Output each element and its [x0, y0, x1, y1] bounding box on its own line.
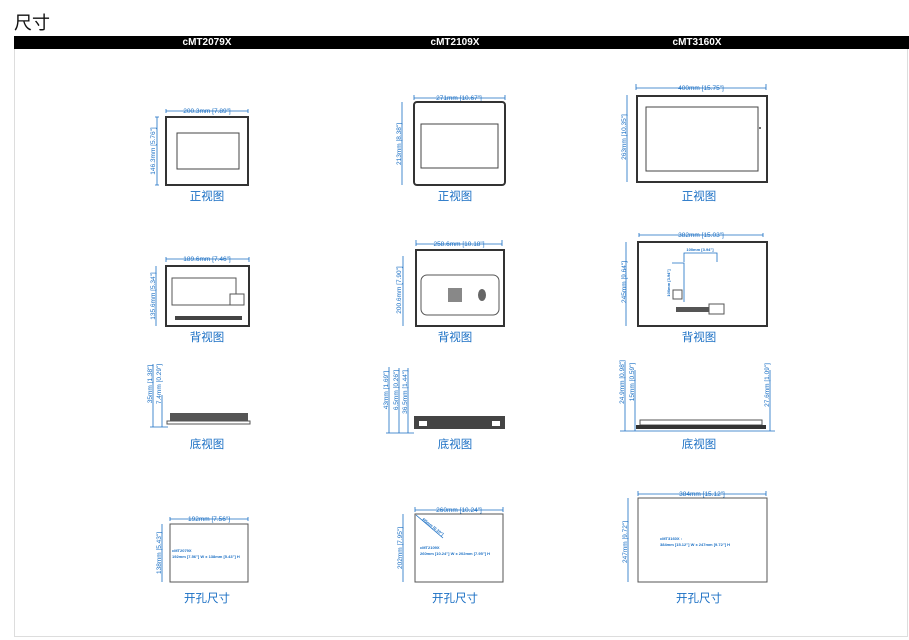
- cutout-note-model: cMT2109X: [420, 545, 440, 550]
- depth-dim-2: 7.4mm [0.29"]: [156, 364, 163, 404]
- column-header-cmt3160x: cMT3160X: [672, 37, 722, 48]
- cutout-width-dim: 384mm [15.12"]: [679, 491, 725, 498]
- cmt2109x-cutout: 260mm [10.24"] 202mm [7.95"] R5mm [0.20"…: [397, 507, 504, 605]
- front-view-label: 正视图: [438, 189, 473, 203]
- cutout-width-dim: 260mm [10.24"]: [436, 507, 482, 514]
- cmt2109x-front-view: 271mm [10.67"] 213mm [8.38"] 正视图: [396, 95, 506, 203]
- depth-dim-2: 6.5mm [0.26"]: [393, 370, 400, 410]
- page-title: 尺寸: [14, 13, 50, 34]
- cmt2109x-back-view: 258.6mm [10.18"] 200.6mm [7.90"] 背视图: [396, 240, 505, 344]
- cutout-note-model: cMT2079X: [172, 548, 192, 553]
- back-height-dim: 245mm [9.64"]: [621, 261, 628, 303]
- back-width-dim: 382mm [15.03"]: [678, 232, 724, 239]
- back-width-dim: 258.6mm [10.18"]: [433, 241, 484, 248]
- back-view-label: 背视图: [682, 330, 717, 344]
- back-view-label: 背视图: [438, 330, 473, 344]
- front-width-dim: 271mm [10.67"]: [436, 95, 482, 102]
- depth-dim-3: 36.5mm [1.44"]: [402, 370, 409, 414]
- cutout-label: 开孔尺寸: [184, 591, 230, 605]
- column-header-cmt2079x: cMT2079X: [182, 37, 232, 48]
- back-height-dim: 135.6mm [5.34"]: [150, 272, 157, 320]
- cutout-note-size: 260mm [10.24"] W x 202mm [7.95"] H: [420, 551, 490, 556]
- cmt3160x-back-view: 382mm [15.03"] 245mm [9.64"] 100mm [3.94…: [621, 232, 768, 344]
- depth-dim-3: 27.6mm [1.09"]: [764, 363, 771, 407]
- cutout-label: 开孔尺寸: [676, 591, 722, 605]
- depth-dim-1: 24.9mm [0.98"]: [619, 360, 626, 404]
- cutout-note-size: 192mm [7.56"] W x 138mm [5.43"] H: [172, 554, 240, 559]
- cutout-width-dim: 192mm [7.56"]: [188, 516, 230, 523]
- front-view-label: 正视图: [190, 189, 225, 203]
- bottom-view-label: 底视图: [438, 437, 473, 451]
- front-height-dim: 146.3mm [5.76"]: [150, 127, 157, 175]
- cmt3160x-bottom-view: 24.9mm [0.98"] 15mm [0.59"] 27.6mm [1.09…: [619, 360, 775, 451]
- back-height-dim: 200.6mm [7.90"]: [396, 266, 403, 314]
- cutout-height-dim: 247mm [9.72"]: [622, 521, 629, 563]
- back-view-label: 背视图: [190, 330, 225, 344]
- front-height-dim: 263mm [10.35"]: [621, 114, 628, 160]
- cmt2079x-cutout: 192mm [7.56"] 138mm [5.43"] cMT2079X 192…: [156, 516, 249, 605]
- cmt2109x-bottom-view: 43mm [1.69"] 6.5mm [0.26"] 36.5mm [1.44"…: [383, 367, 505, 451]
- front-width-dim: 400mm [15.75"]: [678, 85, 724, 92]
- vesa-width-dim: 100mm [3.94"]: [686, 247, 714, 252]
- depth-dim-2: 15mm [0.59"]: [629, 363, 636, 402]
- back-width-dim: 189.6mm [7.46"]: [183, 256, 231, 263]
- dimensions-frame: [14, 49, 908, 637]
- cmt2079x-back-view: 189.6mm [7.46"] 135.6mm [5.34"] 背视图: [150, 256, 250, 344]
- vesa-height-dim: 100mm [3.94"]: [666, 269, 671, 297]
- depth-dim-1: 35mm [1.38"]: [147, 365, 154, 404]
- cutout-note-size: 384mm [15.12"] W x 247mm [9.72"] H: [660, 542, 730, 547]
- column-header-cmt2109x: cMT2109X: [430, 37, 480, 48]
- cmt2079x-bottom-view: 35mm [1.38"] 7.4mm [0.29"] 底视图: [147, 364, 251, 451]
- depth-dim-1: 43mm [1.69"]: [383, 371, 390, 410]
- bottom-view-label: 底视图: [190, 437, 225, 451]
- front-height-dim: 213mm [8.38"]: [396, 123, 403, 165]
- cutout-label: 开孔尺寸: [432, 591, 478, 605]
- cutout-height-dim: 202mm [7.95"]: [397, 527, 404, 569]
- front-width-dim: 200.3mm [7.89"]: [183, 108, 231, 115]
- cutout-note-model: cMT3160X :: [660, 536, 682, 541]
- bottom-view-label: 底视图: [682, 437, 717, 451]
- cmt3160x-cutout: 384mm [15.12"] 247mm [9.72"] cMT3160X : …: [622, 491, 768, 605]
- model-header-bar: cMT2079X cMT2109X cMT3160X: [14, 36, 909, 49]
- cutout-height-dim: 138mm [5.43"]: [156, 532, 163, 574]
- cmt2079x-front-view: 200.3mm [7.89"] 146.3mm [5.76"] 正视图: [150, 108, 249, 203]
- front-view-label: 正视图: [682, 189, 717, 203]
- cmt3160x-front-view: 400mm [15.75"] 263mm [10.35"] 正视图: [621, 84, 768, 203]
